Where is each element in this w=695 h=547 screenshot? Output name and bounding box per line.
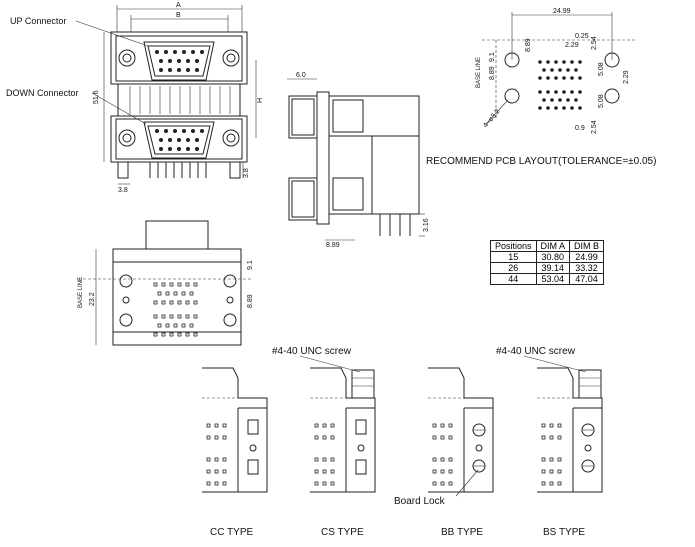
bb-pins	[432, 423, 453, 486]
dim-8-89-mid: 8.89	[489, 66, 496, 80]
table-cell: 30.80	[535, 251, 571, 263]
dim-0-9: 0.9	[575, 125, 585, 132]
down-connector-label: DOWN Connector	[6, 88, 79, 98]
dim-51-6: 51.6	[93, 90, 100, 104]
bs-pins	[541, 423, 562, 486]
base-line-top: BASE LINE	[476, 57, 482, 88]
screw-label-right: #4-40 UNC screw	[496, 346, 576, 357]
dim-5-08-b: 5.08	[598, 94, 605, 108]
table-cell: 44	[490, 273, 537, 285]
table-cell: 15	[490, 251, 537, 263]
bottom-view: BASE LINE 23.2 9.1 8.89	[78, 220, 254, 346]
table-header-row: Positions DIM A DIM B	[490, 240, 605, 252]
type-cs-label: CS TYPE	[321, 527, 364, 538]
base-line-bottom: BASE LINE	[78, 277, 84, 308]
dim-b: B	[176, 12, 181, 19]
table-cell: 33.32	[569, 262, 605, 274]
dim-9-1-bottom: 9.1	[247, 260, 254, 270]
type-bs: #4-40 UNC screw BS TYPE	[496, 346, 603, 538]
screw-label-left: #4-40 UNC screw	[272, 346, 352, 357]
board-lock-label: Board Lock	[394, 496, 446, 507]
dim-8-89-bottom: 8.89	[247, 294, 254, 308]
table-cell: 39.14	[535, 262, 571, 274]
dim-2-29-right: 2.29	[623, 70, 630, 84]
dim-8-89-top: 8.89	[525, 38, 532, 52]
dim-h: H	[257, 98, 264, 103]
type-cc-label: CC TYPE	[210, 527, 253, 538]
table-row: 15 30.80 24.99	[490, 251, 605, 263]
table-header: DIM B	[569, 240, 605, 252]
lower-pins	[155, 129, 204, 151]
upper-pins	[155, 50, 204, 72]
dim-8-89-side: 8.89	[326, 242, 340, 249]
side-view: 6.0 8.89 3.16	[287, 72, 430, 249]
table-header: Positions	[490, 240, 537, 252]
cs-pins	[314, 423, 335, 486]
dimension-table: Positions DIM A DIM B 15 30.80 24.99 26 …	[490, 240, 605, 285]
dim-5-08-a: 5.08	[598, 62, 605, 76]
front-view: A B	[6, 2, 264, 194]
pcb-layout: 24.99 BASE LINE 0.25 2.29 2.54 8.89 9.1 …	[426, 8, 656, 167]
bottom-view-pins	[153, 282, 198, 337]
dim-2-29-top: 2.29	[565, 42, 579, 49]
dim-3-16: 3.16	[423, 218, 430, 232]
type-bb-label: BB TYPE	[441, 527, 483, 538]
type-bb: Board Lock BB TYPE	[394, 367, 494, 538]
dim-3-8-left: 3.8	[118, 187, 128, 194]
table-row: 26 39.14 33.32	[490, 262, 605, 274]
type-bs-label: BS TYPE	[543, 527, 585, 538]
type-cc: CC TYPE	[202, 367, 268, 538]
table-row: 44 53.04 47.04	[490, 273, 605, 285]
dim-24-99: 24.99	[553, 8, 571, 15]
table-header: DIM A	[535, 240, 571, 252]
cc-pins	[206, 423, 227, 486]
dim-9-1-top: 9.1	[489, 52, 496, 62]
dim-6-0: 6.0	[296, 72, 306, 79]
table-cell: 26	[490, 262, 537, 274]
dim-3-8-right: 3.8	[243, 168, 250, 178]
type-cs: #4-40 UNC screw CS TYPE	[272, 346, 376, 538]
dim-2-54-top: 2.54	[591, 36, 598, 50]
dim-a: A	[176, 2, 181, 9]
recommend-label: RECOMMEND PCB LAYOUT(TOLERANCE=±0.05)	[426, 156, 656, 167]
table-cell: 47.04	[569, 273, 605, 285]
table-cell: 24.99	[569, 251, 605, 263]
up-connector-label: UP Connector	[10, 16, 66, 26]
dim-23-2: 23.2	[89, 292, 96, 306]
table-cell: 53.04	[535, 273, 571, 285]
pcb-holes	[538, 60, 582, 110]
dim-2-54-bottom: 2.54	[591, 120, 598, 134]
dim-hole-dia: 4–⌀3.2	[482, 108, 501, 129]
dim-0-25: 0.25	[575, 33, 589, 40]
